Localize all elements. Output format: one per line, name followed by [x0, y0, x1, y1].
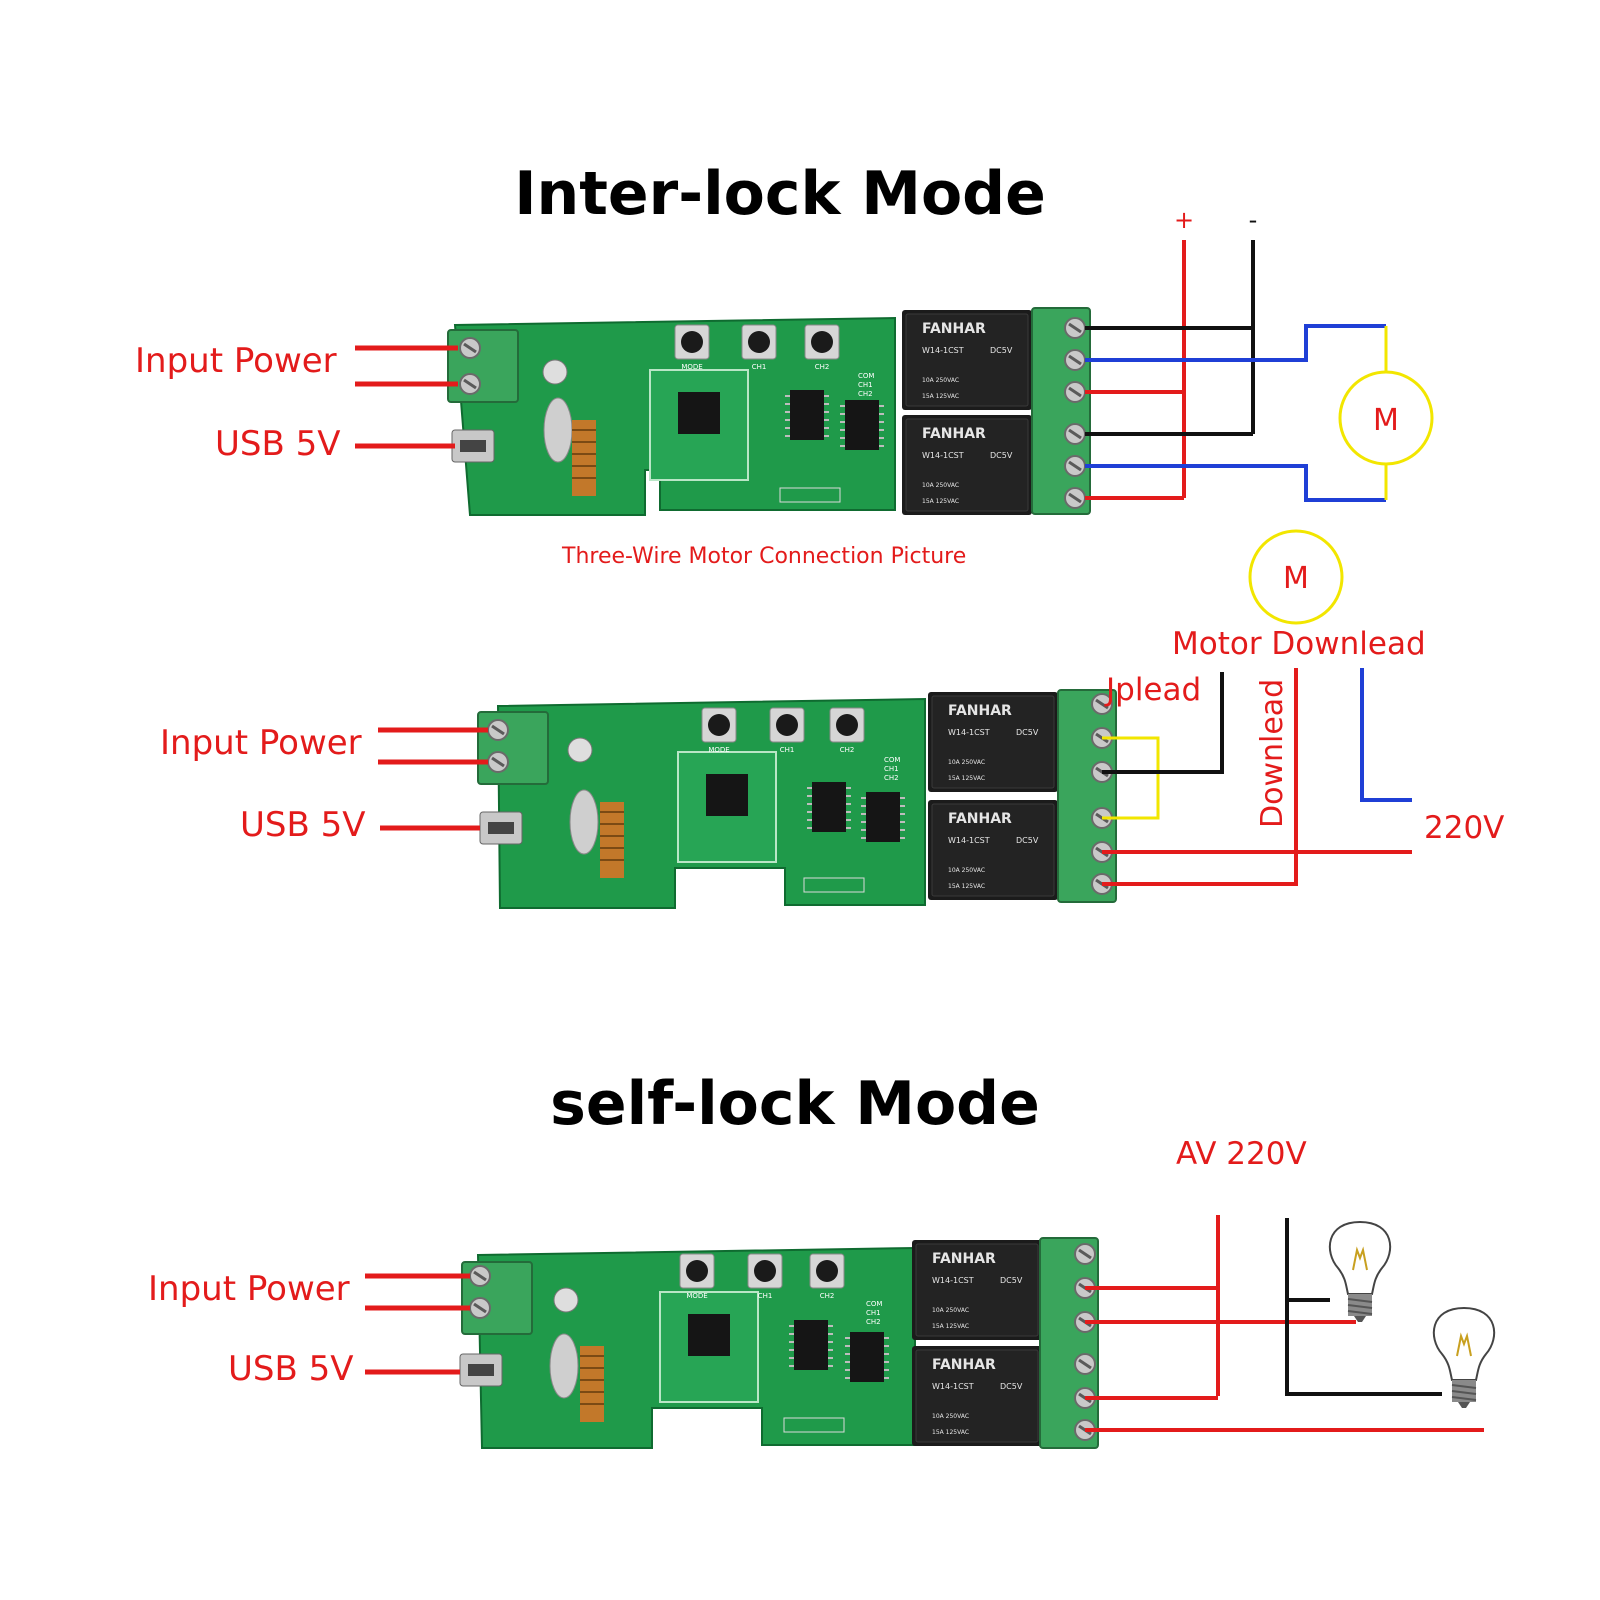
svg-text:15A 125VAC: 15A 125VAC — [948, 883, 985, 890]
dc-wiring-1 — [1085, 240, 1388, 502]
svg-text:M: M — [1283, 561, 1309, 596]
antenna-coil — [580, 1346, 604, 1422]
three-wire-caption: Three-Wire Motor Connection Picture — [561, 544, 966, 569]
lightbulb-icon — [1328, 1221, 1392, 1323]
pcb-board-1: MODE CH1 CH2 COM CH1 CH2 — [447, 316, 896, 516]
pin-label-com: COM — [858, 372, 874, 380]
jplead-label: Jplead — [1104, 672, 1201, 708]
svg-text:10A 250VAC: 10A 250VAC — [922, 377, 959, 384]
svg-text:DC5V: DC5V — [1000, 1276, 1023, 1285]
relay-3-top: FANHAR W14-1CST DC5V 10A 250VAC 15A 125V… — [911, 1239, 1043, 1341]
usb-5v-label-1: USB 5V — [215, 424, 341, 464]
svg-text:DC5V: DC5V — [1016, 836, 1039, 845]
svg-text:W14-1CST: W14-1CST — [948, 728, 990, 737]
svg-text:15A 125VAC: 15A 125VAC — [948, 775, 985, 782]
ac-lamp-wiring-3 — [1085, 1215, 1484, 1432]
selflock-mode-title: self-lock Mode — [550, 1069, 1040, 1139]
pin-label-ch1: CH1 — [866, 1309, 881, 1317]
button-label-ch1: CH1 — [758, 1292, 773, 1300]
antenna-coil — [572, 420, 596, 496]
output-terminal-1 — [1031, 307, 1091, 515]
input-wires-2 — [378, 727, 488, 831]
interlock-mode-title: Inter-lock Mode — [514, 159, 1046, 229]
button-label-mode: MODE — [708, 746, 729, 754]
button-label-ch2: CH2 — [815, 363, 830, 371]
lightbulb-icon — [1432, 1307, 1496, 1409]
svg-text:FANHAR: FANHAR — [948, 811, 1012, 827]
svg-text:FANHAR: FANHAR — [932, 1357, 996, 1373]
button-label-ch2: CH2 — [840, 746, 855, 754]
svg-text:W14-1CST: W14-1CST — [922, 451, 964, 460]
svg-text:W14-1CST: W14-1CST — [932, 1276, 974, 1285]
av-220v-label: AV 220V — [1176, 1136, 1307, 1172]
svg-text:W14-1CST: W14-1CST — [922, 346, 964, 355]
motor-downlead-label: Motor Downlead — [1172, 626, 1426, 662]
pin-label-ch2: CH2 — [858, 390, 873, 398]
button-label-ch2: CH2 — [820, 1292, 835, 1300]
ac-motor-wiring-2 — [1102, 668, 1412, 886]
pin-label-ch1: CH1 — [884, 765, 899, 773]
output-terminal-3 — [1039, 1237, 1099, 1449]
button-label-ch1: CH1 — [752, 363, 767, 371]
relay-2-bottom: FANHAR W14-1CST DC5V 10A 250VAC 15A 125V… — [927, 799, 1059, 901]
plus-label: + — [1174, 206, 1194, 234]
svg-text:10A 250VAC: 10A 250VAC — [922, 482, 959, 489]
motor-icon: M — [1338, 370, 1434, 466]
svg-text:10A 250VAC: 10A 250VAC — [932, 1413, 969, 1420]
svg-text:DC5V: DC5V — [1016, 728, 1039, 737]
relay-1-top: FANHAR W14-1CST DC5V 10A 250VAC 15A 125V… — [901, 309, 1033, 411]
output-terminal-2 — [1057, 689, 1117, 903]
svg-text:15A 125VAC: 15A 125VAC — [922, 498, 959, 505]
pcb-board-2: MODE CH1 CH2 COM CH1 CH2 — [477, 697, 926, 909]
svg-text:DC5V: DC5V — [990, 346, 1013, 355]
relay-3-bottom: FANHAR W14-1CST DC5V 10A 250VAC 15A 125V… — [911, 1345, 1043, 1447]
svg-text:DC5V: DC5V — [990, 451, 1013, 460]
svg-text:15A 125VAC: 15A 125VAC — [932, 1323, 969, 1330]
svg-text:10A 250VAC: 10A 250VAC — [948, 867, 985, 874]
pin-label-com: COM — [884, 756, 900, 764]
input-power-label-1: Input Power — [135, 341, 337, 381]
svg-text:FANHAR: FANHAR — [922, 426, 986, 442]
input-terminal-block — [477, 711, 549, 785]
220v-label: 220V — [1424, 810, 1504, 846]
downlead-label: Downlead — [1255, 679, 1290, 828]
input-wires-3 — [365, 1273, 470, 1375]
button-label-mode: MODE — [681, 363, 702, 371]
svg-text:15A 125VAC: 15A 125VAC — [932, 1429, 969, 1436]
svg-text:W14-1CST: W14-1CST — [948, 836, 990, 845]
usb-5v-label-3: USB 5V — [228, 1349, 354, 1389]
input-terminal-block — [447, 329, 519, 403]
input-power-label-3: Input Power — [148, 1269, 350, 1309]
svg-text:W14-1CST: W14-1CST — [932, 1382, 974, 1391]
relay-2-top: FANHAR W14-1CST DC5V 10A 250VAC 15A 125V… — [927, 691, 1059, 793]
antenna-coil — [600, 802, 624, 878]
svg-text:FANHAR: FANHAR — [932, 1251, 996, 1267]
svg-text:10A 250VAC: 10A 250VAC — [932, 1307, 969, 1314]
pin-label-ch1: CH1 — [858, 381, 873, 389]
pin-label-ch2: CH2 — [884, 774, 899, 782]
input-power-label-2: Input Power — [160, 723, 362, 763]
input-wires-1 — [355, 345, 458, 449]
relay-1-bottom: FANHAR W14-1CST DC5V 10A 250VAC 15A 125V… — [901, 414, 1033, 516]
svg-text:FANHAR: FANHAR — [922, 321, 986, 337]
pin-label-ch2: CH2 — [866, 1318, 881, 1326]
motor-icon: M — [1248, 529, 1344, 625]
pin-label-com: COM — [866, 1300, 882, 1308]
minus-label: - — [1249, 206, 1258, 234]
svg-text:DC5V: DC5V — [1000, 1382, 1023, 1391]
svg-text:M: M — [1373, 403, 1399, 438]
svg-text:15A 125VAC: 15A 125VAC — [922, 393, 959, 400]
button-label-mode: MODE — [686, 1292, 707, 1300]
svg-text:10A 250VAC: 10A 250VAC — [948, 759, 985, 766]
button-label-ch1: CH1 — [780, 746, 795, 754]
svg-text:FANHAR: FANHAR — [948, 703, 1012, 719]
pcb-board-3: MODE CH1 CH2 COM CH1 CH2 — [459, 1246, 916, 1449]
usb-5v-label-2: USB 5V — [240, 805, 366, 845]
